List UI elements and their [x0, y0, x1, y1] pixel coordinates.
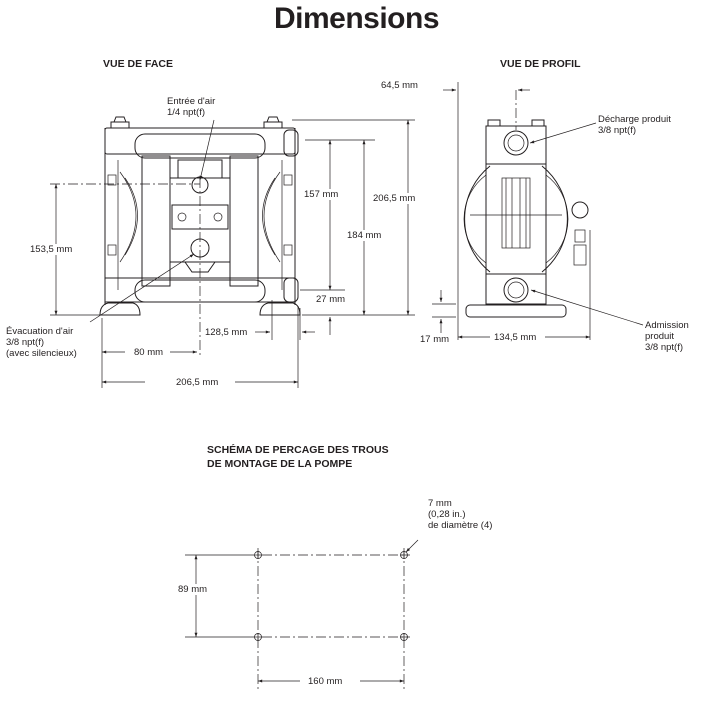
dim-134-5: 134,5 mm — [494, 332, 537, 343]
page-title: Dimensions — [273, 2, 440, 35]
fluid-outlet-label: Décharge produit 3/8 npt(f) — [598, 114, 671, 136]
air-exhaust-label: Évacuation d'air 3/8 npt(f) (avec silenc… — [6, 326, 77, 359]
dim-17: 17 mm — [420, 334, 450, 345]
dim-206-5-width: 206,5 mm — [176, 377, 219, 388]
dim-184: 184 mm — [347, 230, 382, 241]
dim-206-5-height: 206,5 mm — [373, 193, 416, 204]
dim-153-5: 153,5 mm — [30, 244, 73, 255]
bolt-icon — [110, 116, 283, 129]
dim-64-5: 64,5 mm — [381, 80, 418, 91]
dim-89: 89 mm — [178, 584, 208, 595]
mounting-hole-icon — [254, 551, 408, 641]
hole-diameter-note: 7 mm (0,28 in.) de diamètre (4) — [428, 498, 493, 531]
front-view-dimensions — [50, 119, 415, 388]
dim-80: 80 mm — [134, 347, 164, 358]
fluid-inlet-label: Admission produit 3/8 npt(f) — [645, 320, 689, 353]
front-view-pump — [99, 116, 301, 355]
side-view-pump — [463, 90, 589, 318]
side-view-dimensions — [432, 82, 644, 340]
mounting-heading: SCHÉMA DE PERCAGE DES TROUS DE MONTAGE D… — [207, 444, 389, 470]
mounting-hole-pattern — [185, 539, 419, 690]
side-view-heading: VUE DE PROFIL — [500, 58, 581, 70]
dim-160: 160 mm — [308, 676, 343, 687]
dim-128-5: 128,5 mm — [205, 327, 248, 338]
dim-157: 157 mm — [304, 189, 339, 200]
air-inlet-label: Entrée d'air 1/4 npt(f) — [167, 96, 216, 118]
front-view-heading: VUE DE FACE — [103, 58, 174, 70]
dim-27: 27 mm — [316, 294, 346, 305]
